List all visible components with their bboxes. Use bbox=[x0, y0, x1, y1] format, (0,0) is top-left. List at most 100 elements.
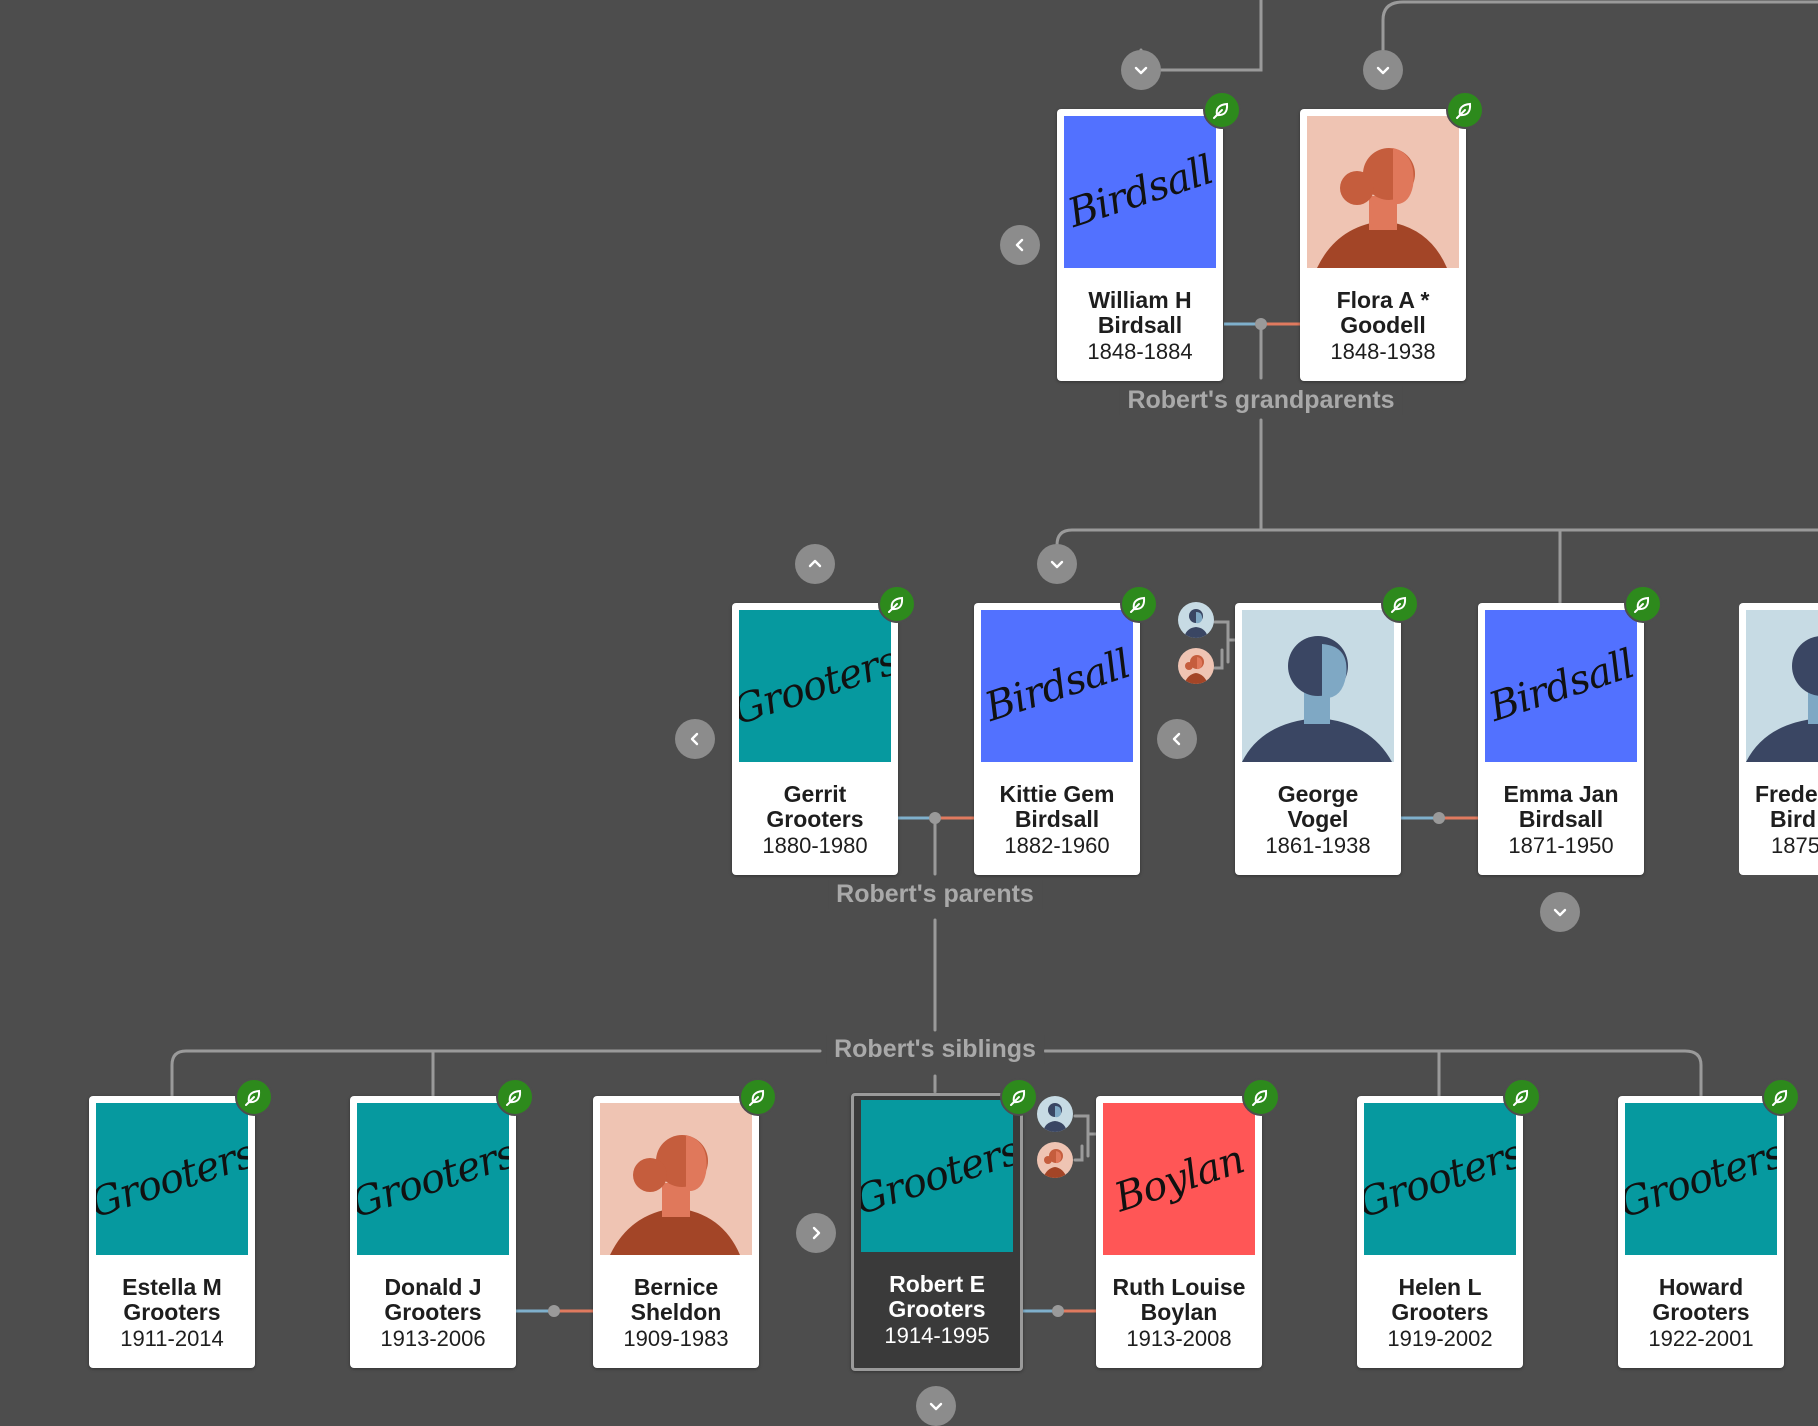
parents-label: Robert's parents bbox=[828, 880, 1042, 909]
hint-leaf-icon[interactable] bbox=[1762, 1078, 1800, 1116]
signature-avatar: Grooters bbox=[96, 1103, 248, 1255]
female-silhouette-icon bbox=[1317, 148, 1447, 268]
male-silhouette-icon bbox=[1043, 1103, 1067, 1132]
siblings-label: Robert's siblings bbox=[826, 1035, 1044, 1064]
chevron-down-icon bbox=[1553, 908, 1567, 917]
chevron-up-icon bbox=[808, 559, 822, 568]
signature-avatar: Grooters bbox=[1364, 1103, 1516, 1255]
female-silhouette-icon bbox=[1043, 1149, 1067, 1178]
hint-leaf-icon[interactable] bbox=[1120, 585, 1158, 623]
surname-signature: Birdsall bbox=[1485, 641, 1637, 731]
hint-leaf-icon[interactable] bbox=[1503, 1078, 1541, 1116]
grandparents-label: Robert's grandparents bbox=[1119, 386, 1403, 415]
hint-leaf-icon[interactable] bbox=[1624, 585, 1662, 623]
signature-avatar: Birdsall bbox=[1064, 116, 1216, 268]
surname-signature: Grooters bbox=[1364, 1130, 1516, 1228]
female-silhouette-icon bbox=[1184, 655, 1208, 684]
chevron-down-icon bbox=[1134, 66, 1148, 75]
person-dates: 1914-1995 bbox=[884, 1323, 990, 1348]
hint-leaf-icon[interactable] bbox=[1446, 91, 1484, 129]
chevron-left-icon bbox=[1172, 732, 1181, 746]
person-dates: 1871-1950 bbox=[1508, 833, 1614, 858]
chevron-down-icon bbox=[929, 1402, 943, 1411]
expand-william-parents-button[interactable] bbox=[1121, 50, 1161, 90]
surname-signature: Grooters bbox=[357, 1130, 509, 1228]
hint-leaf-icon[interactable] bbox=[1242, 1078, 1280, 1116]
hint-leaf-icon[interactable] bbox=[1381, 585, 1419, 623]
signature-avatar: Birdsall bbox=[981, 610, 1133, 762]
hint-leaf-icon[interactable] bbox=[235, 1078, 273, 1116]
expand-robert-children-button[interactable] bbox=[916, 1386, 956, 1426]
female-parent-avatar[interactable] bbox=[1037, 1142, 1073, 1178]
surname-signature: Grooters bbox=[861, 1127, 1013, 1225]
signature-avatar: Grooters bbox=[739, 610, 891, 762]
hint-leaf-icon[interactable] bbox=[1000, 1078, 1038, 1116]
person-dates: 1848-1884 bbox=[1087, 339, 1193, 364]
expand-george-left-button[interactable] bbox=[1157, 719, 1197, 759]
signature-avatar: Birdsall bbox=[1485, 610, 1637, 762]
signature-avatar: Boylan bbox=[1103, 1103, 1255, 1255]
person-dates: 1882-1960 bbox=[1004, 833, 1110, 858]
robert-spouse-parents-stack bbox=[1037, 1096, 1085, 1186]
male-silhouette-avatar bbox=[1746, 610, 1818, 762]
signature-avatar: Grooters bbox=[357, 1103, 509, 1255]
chevron-down-icon bbox=[1376, 66, 1390, 75]
person-dates: 1880-1980 bbox=[762, 833, 868, 858]
female-parent-avatar[interactable] bbox=[1178, 648, 1214, 684]
person-dates: 1913-2006 bbox=[380, 1326, 486, 1351]
male-silhouette-icon bbox=[1184, 609, 1208, 638]
hint-leaf-icon[interactable] bbox=[878, 585, 916, 623]
george-parents-stack bbox=[1178, 602, 1226, 692]
expand-flora-parents-button[interactable] bbox=[1363, 50, 1403, 90]
person-dates: 1919-2002 bbox=[1387, 1326, 1493, 1351]
hint-leaf-icon[interactable] bbox=[1203, 91, 1241, 129]
female-silhouette-avatar bbox=[1307, 116, 1459, 268]
expand-william-left-button[interactable] bbox=[1000, 225, 1040, 265]
male-parent-avatar[interactable] bbox=[1037, 1096, 1073, 1132]
male-parent-avatar[interactable] bbox=[1178, 602, 1214, 638]
expand-gerrit-left-button[interactable] bbox=[675, 719, 715, 759]
signature-avatar: Grooters bbox=[861, 1100, 1013, 1252]
surname-signature: Grooters bbox=[739, 637, 891, 735]
chevron-down-icon bbox=[1050, 560, 1064, 569]
expand-gerrit-parents-button[interactable] bbox=[795, 544, 835, 584]
expand-bernice-right-button[interactable] bbox=[796, 1213, 836, 1253]
person-dates: 1911-2014 bbox=[120, 1326, 224, 1351]
chevron-left-icon bbox=[690, 732, 699, 746]
signature-avatar: Grooters bbox=[1625, 1103, 1777, 1255]
female-silhouette-icon bbox=[610, 1135, 740, 1255]
expand-emma-children-button[interactable] bbox=[1540, 892, 1580, 932]
chevron-right-icon bbox=[812, 1226, 821, 1240]
surname-signature: Boylan bbox=[1108, 1136, 1250, 1222]
person-dates: 1909-1983 bbox=[623, 1326, 729, 1351]
hint-leaf-icon[interactable] bbox=[739, 1078, 777, 1116]
hint-leaf-icon[interactable] bbox=[496, 1078, 534, 1116]
person-card-flora[interactable]: Flora A *Goodell 1848-1938 bbox=[1300, 91, 1484, 381]
expand-kittie-parents-button[interactable] bbox=[1037, 544, 1077, 584]
